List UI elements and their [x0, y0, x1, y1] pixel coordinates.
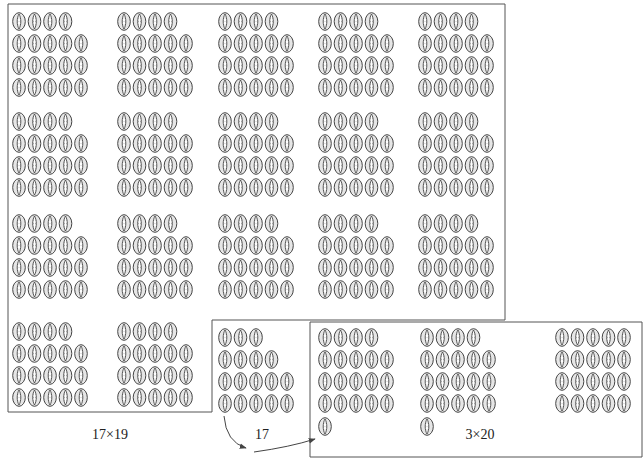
shell-group [421, 329, 496, 413]
shell-group [419, 113, 494, 197]
shell-group [219, 329, 294, 413]
group-frame [310, 322, 642, 457]
moved-shell [319, 418, 332, 436]
shell-group [319, 13, 394, 97]
count-label: 17 [253, 427, 271, 443]
shell-group [219, 215, 294, 299]
shell-group [13, 113, 88, 197]
shell-group [118, 113, 193, 197]
shell-group [219, 13, 294, 97]
shell-group [319, 329, 394, 413]
shell-group [13, 215, 88, 299]
moved-shell [421, 418, 434, 436]
group-frame [8, 4, 505, 412]
shell-group [319, 215, 394, 299]
count-label: 17×19 [90, 427, 130, 443]
shell-group [118, 323, 193, 407]
shell-group [118, 215, 193, 299]
shell-group [556, 329, 631, 413]
count-label: 3×20 [464, 427, 497, 443]
shell-group [13, 13, 88, 97]
shell-group [419, 13, 494, 97]
shell-group [319, 113, 394, 197]
shell-group [13, 323, 88, 407]
shell-group [219, 113, 294, 197]
shell-group [419, 215, 494, 299]
shell-group [118, 13, 193, 97]
move-arrow [224, 416, 246, 448]
shell-groups [13, 13, 494, 407]
